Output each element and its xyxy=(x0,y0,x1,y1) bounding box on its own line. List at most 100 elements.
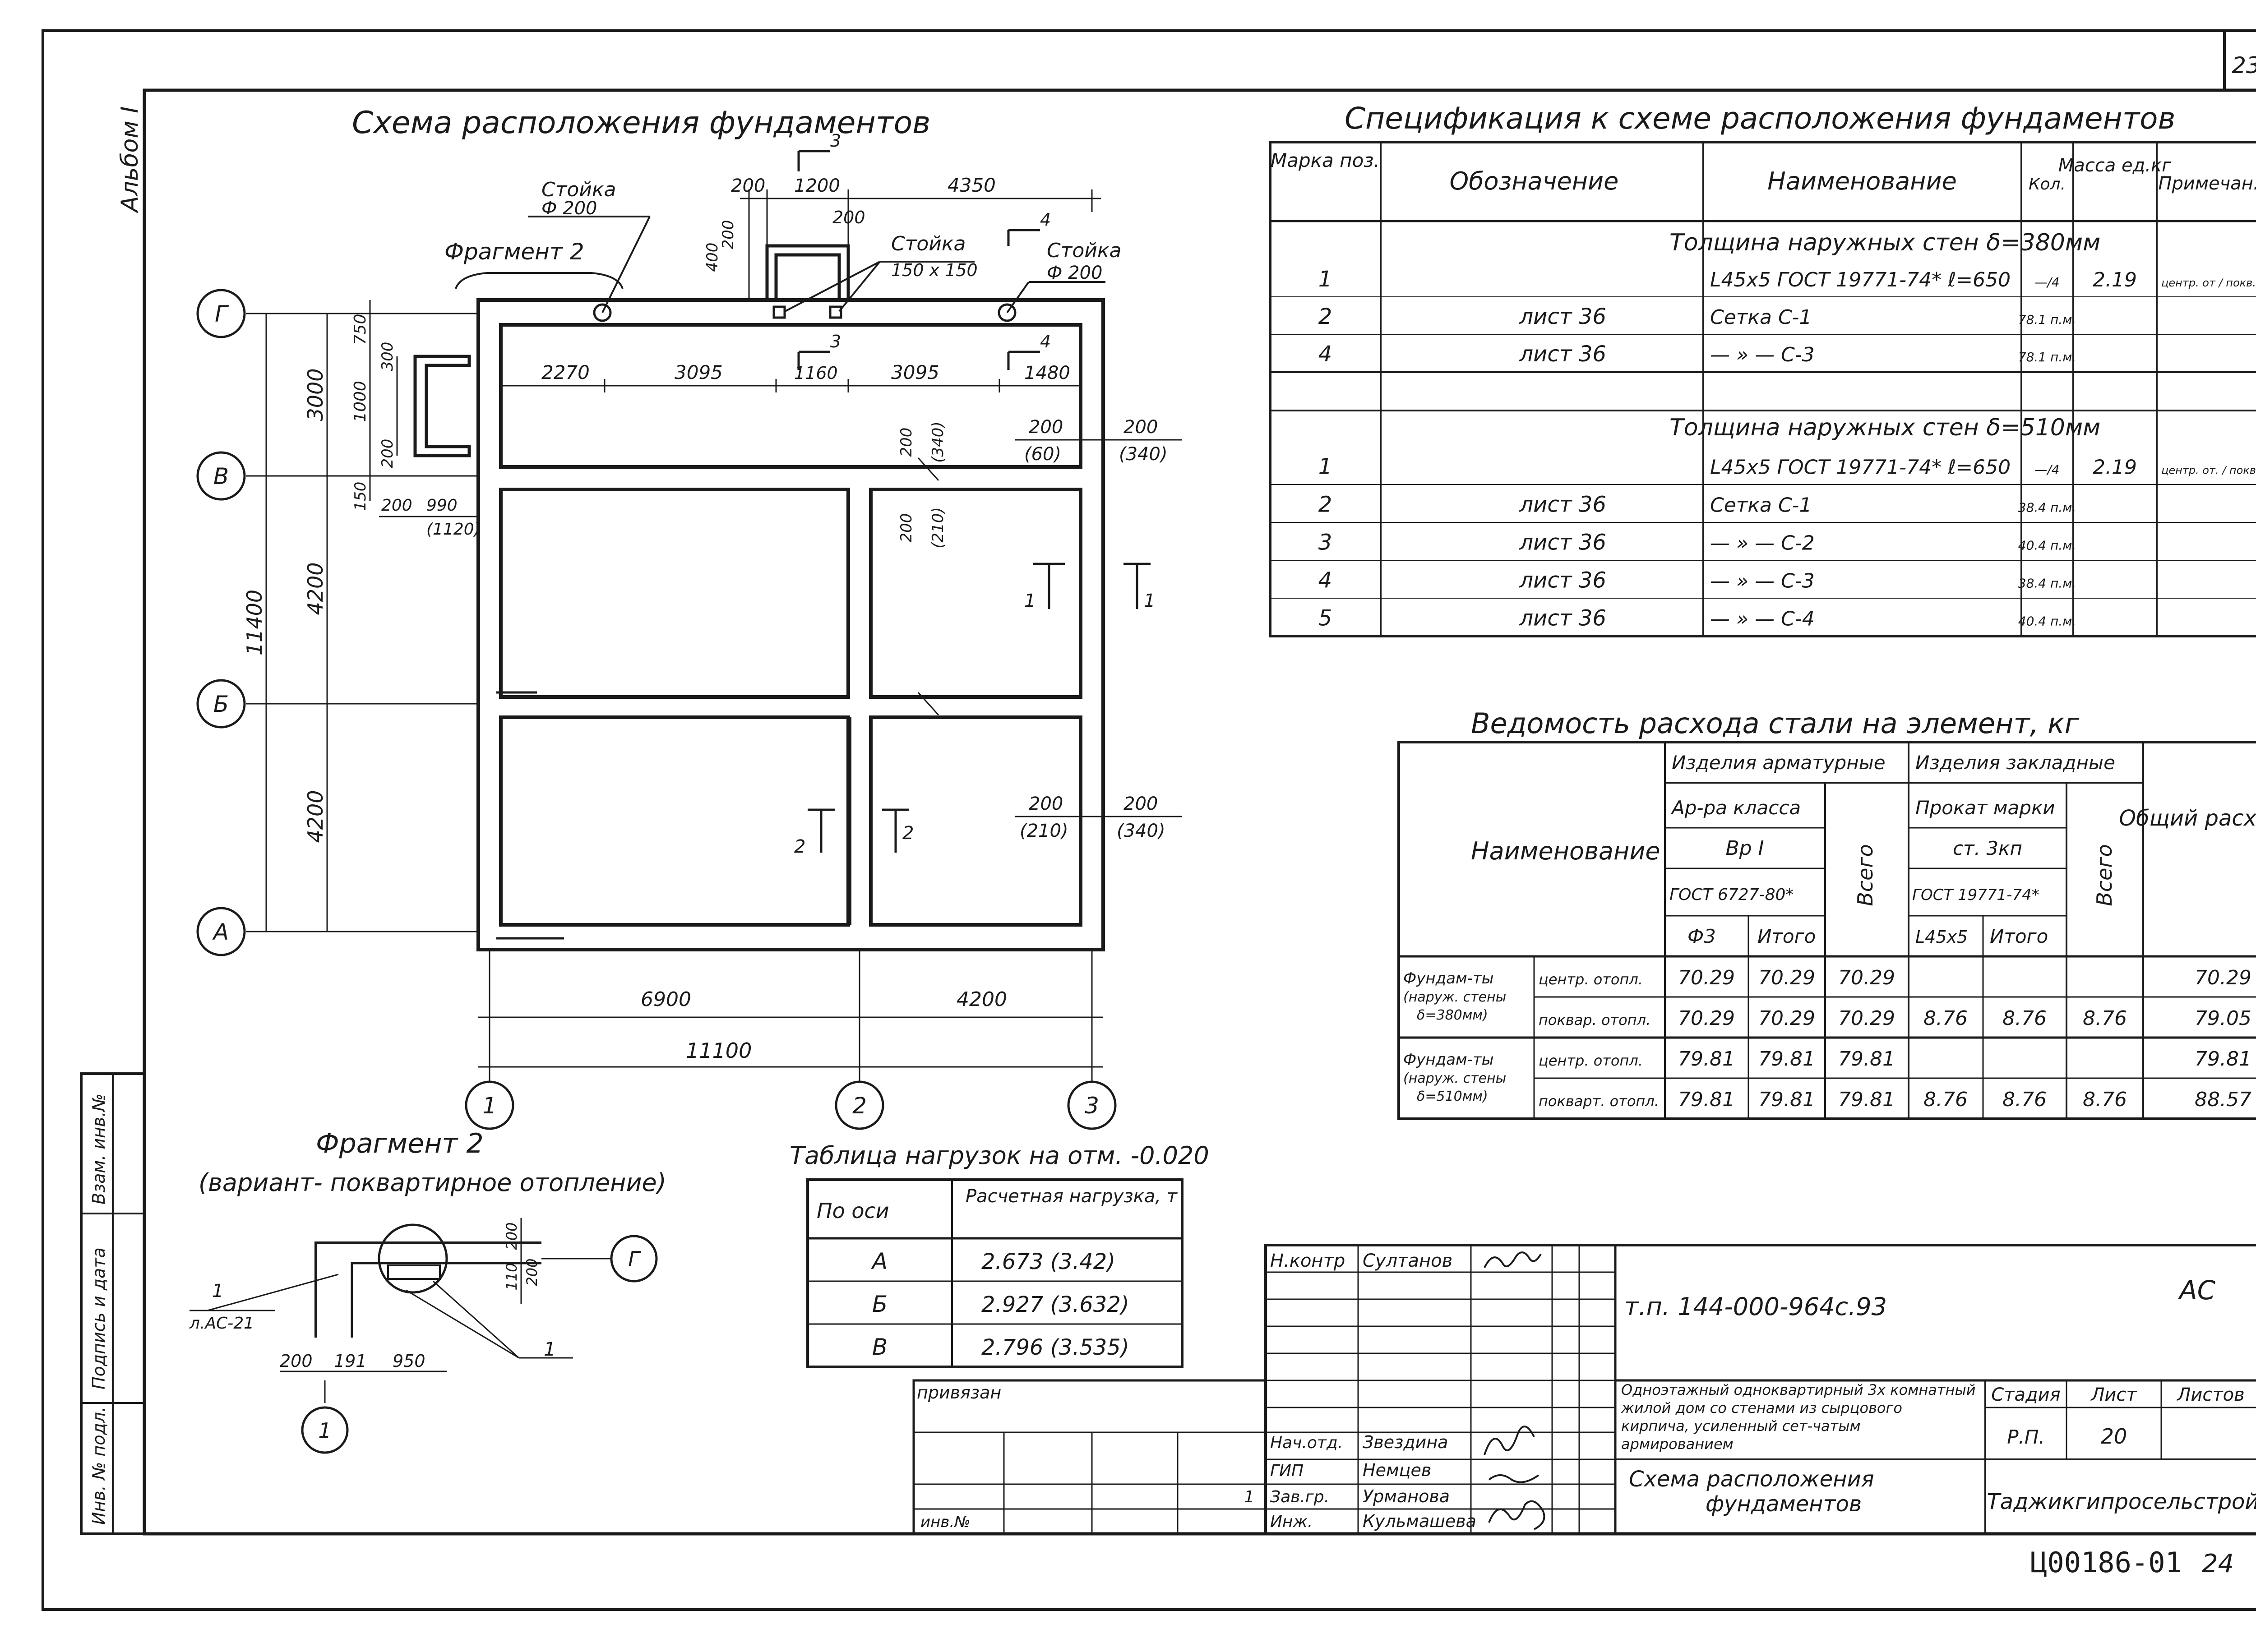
post-round-r-size: Ф 200 xyxy=(1047,263,1103,283)
spec-name: Сетка С-1 xyxy=(1710,494,1812,517)
axis-a-label: А xyxy=(212,919,229,945)
dim-2270: 2270 xyxy=(541,361,590,383)
steel-row-sub: центр. отопл. xyxy=(1539,971,1643,988)
spec-pos: 2 xyxy=(1318,492,1332,517)
loads-value: 2.796 (3.535) xyxy=(981,1335,1129,1360)
steel-h-name: Наименование xyxy=(1471,837,1660,865)
spec-doc: лист 36 xyxy=(1519,492,1606,517)
steel-h-vsego2: Всего xyxy=(2092,844,2117,906)
stamp-name-nemcev: Немцев xyxy=(1363,1460,1431,1480)
axis-bubble-b xyxy=(196,679,246,729)
spec-h-qty: Кол. xyxy=(2029,175,2066,194)
axis-bubble-a xyxy=(196,907,246,956)
post-square-pair xyxy=(772,261,975,319)
steel-h-itogo2: Итого xyxy=(1990,925,2048,947)
spec-mass: 2.19 xyxy=(2093,268,2137,291)
spec-pos: 4 xyxy=(1318,568,1332,593)
dim-200-r1: 200 xyxy=(1029,417,1063,438)
stamp-mark: АС xyxy=(2177,1275,2216,1306)
dim-210: (210) xyxy=(1020,821,1068,841)
dim-200-c: 200 xyxy=(719,220,737,249)
stamp-stage-h: Стадия xyxy=(1991,1384,2060,1405)
fragment2-ref-1: 1 xyxy=(212,1281,223,1301)
spec-note: центр. от. / покв. от. xyxy=(2161,464,2256,476)
spec-name: — » — С-3 xyxy=(1710,569,1815,592)
dim-200-b: 200 xyxy=(832,208,865,227)
loads-title: Таблица нагрузок на отм. -0.020 xyxy=(790,1141,1209,1170)
stamp-privyazan: привязан xyxy=(917,1383,1001,1403)
axis-2-label: 2 xyxy=(852,1093,867,1119)
spec-pos: 2 xyxy=(1318,304,1332,329)
spec-doc: лист 36 xyxy=(1519,605,1606,631)
steel-h-l45: L45х5 xyxy=(1915,927,1968,947)
sidebar-inv-podl: Инв. № подл. xyxy=(89,1407,109,1525)
steel-cell: 8.76 xyxy=(1923,1088,1968,1111)
spec-qty: 78.1 п.м. xyxy=(2018,312,2076,327)
dim-11100: 11100 xyxy=(686,1038,752,1063)
steel-h-f3: Ф3 xyxy=(1687,925,1716,947)
stamp-role-gip: ГИП xyxy=(1270,1462,1304,1480)
vertical-dimensions xyxy=(257,300,398,932)
fragment2-axis-1 xyxy=(301,1406,349,1454)
dim-4200a: 4200 xyxy=(303,562,328,615)
stamp-name-kulmasheva: Кульмашева xyxy=(1363,1511,1476,1531)
spec-pos: 5 xyxy=(1318,605,1332,631)
bottom-dimensions xyxy=(478,1008,1103,1068)
top-dimensions xyxy=(501,189,1101,392)
axis-bubble-g xyxy=(196,289,246,338)
dim-200-mid: 200 xyxy=(897,428,915,457)
dim-3000: 3000 xyxy=(303,368,328,421)
steel-cell: 70.29 xyxy=(1838,1007,1895,1030)
stamp-role-nkontr: Н.контр xyxy=(1270,1251,1345,1271)
fragment2-axis-1-label: 1 xyxy=(318,1418,331,1443)
steel-cell: 79.81 xyxy=(1678,1088,1735,1111)
axis-1-label: 1 xyxy=(482,1093,497,1119)
stamp-inv-no: инв.№ xyxy=(920,1513,971,1531)
steel-h-gost2: ГОСТ 19771-74* xyxy=(1912,886,2039,904)
footer-page: 24 xyxy=(2202,1549,2234,1578)
fragment2-dim-950: 950 xyxy=(393,1351,425,1371)
spec-name: — » — С-3 xyxy=(1710,343,1815,366)
spec-group2: Толщина наружных стен δ=510мм xyxy=(1669,414,2100,441)
dim-4200b: 4200 xyxy=(303,790,328,843)
stamp-name-zvezdina: Звездина xyxy=(1363,1432,1448,1452)
dim-3095a: 3095 xyxy=(675,361,723,383)
axis-bubble-v xyxy=(196,451,246,501)
spec-qty: —/4 xyxy=(2034,462,2059,477)
loads-table-grid xyxy=(806,1178,1183,1368)
dim-150: 150 xyxy=(351,482,370,511)
sheet-frame xyxy=(42,29,2256,1611)
section-2-right: 2 xyxy=(902,823,914,844)
stamp-sheet-h: Лист xyxy=(2090,1384,2137,1405)
steel-group-name: Фундам-ты xyxy=(1403,969,1494,988)
section-2-left: 2 xyxy=(794,836,805,857)
axis-3-label: 3 xyxy=(1085,1093,1099,1119)
spec-name: — » — С-4 xyxy=(1710,607,1815,630)
stamp-stage: Р.П. xyxy=(2007,1426,2045,1448)
footer-code: Ц00186-01 xyxy=(2030,1546,2182,1579)
fragment2-dim-v200a: 200 xyxy=(503,1222,520,1250)
fragment2-dim-191: 191 xyxy=(334,1351,367,1371)
spec-qty: 78.1 п.м. xyxy=(2018,350,2076,365)
steel-cell: 79.81 xyxy=(1758,1088,1815,1111)
dim-340a: (340) xyxy=(1119,444,1168,465)
signatures xyxy=(1484,1251,1545,1530)
spec-h-pos: Марка поз. xyxy=(1271,149,1380,171)
spec-name: — » — С-2 xyxy=(1710,531,1815,554)
page-number: 23 xyxy=(2232,52,2256,78)
dim-200-top: 200 xyxy=(731,175,765,196)
spec-doc: лист 36 xyxy=(1519,530,1606,555)
fragment2-detail xyxy=(190,1218,573,1403)
post-round-label: Стойка xyxy=(541,178,616,201)
album-label: Альбом I xyxy=(116,106,143,213)
spec-table-grid xyxy=(1269,141,2256,637)
dim-1120: (1120) xyxy=(426,520,481,539)
spec-mass: 2.19 xyxy=(2093,456,2137,479)
section-4-mid: 4 xyxy=(1040,332,1051,351)
dim-200-l: 200 xyxy=(381,496,412,515)
steel-row-sub: поквар. отопл. xyxy=(1539,1011,1650,1029)
post-round-right xyxy=(998,281,1105,322)
fragment2-dim-v200b: 200 xyxy=(523,1258,541,1286)
